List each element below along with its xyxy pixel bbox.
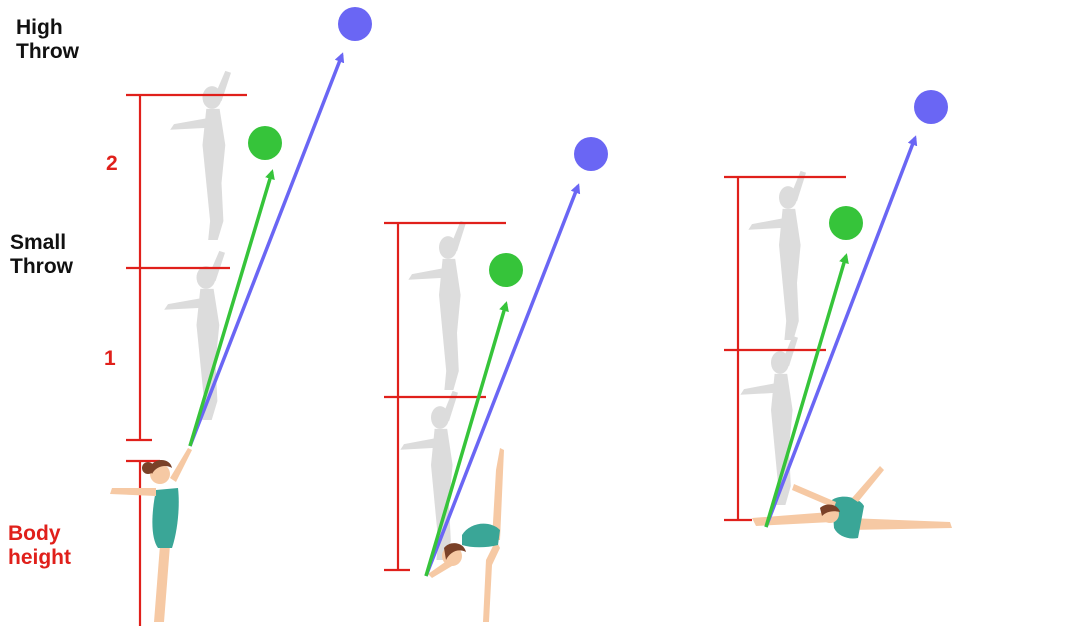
panel-2 <box>384 137 608 622</box>
gymnast-figure <box>110 448 192 622</box>
gymnast-figure <box>428 448 504 622</box>
panel-1 <box>110 7 372 626</box>
small-throw-ball <box>489 253 523 287</box>
scale-mark-two: 2 <box>106 152 118 175</box>
ghost-silhouette-lower <box>400 390 458 560</box>
high-throw-label-line1: High <box>16 16 63 39</box>
small-throw-label: Small Throw <box>10 231 73 279</box>
small-throw-label-line2: Throw <box>10 255 73 279</box>
small-throw-arrow <box>424 301 509 577</box>
ghost-silhouette-upper <box>748 170 806 340</box>
ghost-silhouette-lower <box>164 250 225 420</box>
high-throw-ball <box>914 90 948 124</box>
ghost-silhouette-lower <box>740 335 798 505</box>
high-throw-ball <box>338 7 372 41</box>
small-throw-arrow <box>764 253 849 528</box>
body-height-label-line1: Body <box>8 522 61 545</box>
high-throw-arrow <box>424 183 581 577</box>
height-scale <box>724 175 846 522</box>
high-throw-arrow <box>188 52 345 447</box>
high-throw-arrow <box>764 135 918 528</box>
body-height-label-line2: height <box>8 546 71 570</box>
small-throw-label-line1: Small <box>10 231 67 254</box>
scale-mark-one: 1 <box>104 347 116 370</box>
height-scale <box>384 221 506 572</box>
height-scale <box>126 93 247 626</box>
ghost-silhouette-upper <box>170 70 231 240</box>
small-throw-ball <box>248 126 282 160</box>
body-height-label: Body height <box>8 522 71 570</box>
high-throw-label: High Throw <box>16 16 79 64</box>
ghost-silhouette-upper <box>408 220 466 390</box>
panel-3 <box>724 90 952 539</box>
small-throw-arrow <box>188 169 275 447</box>
gymnast-figure <box>752 466 952 539</box>
small-throw-ball <box>829 206 863 240</box>
high-throw-label-line2: Throw <box>16 40 79 64</box>
high-throw-ball <box>574 137 608 171</box>
